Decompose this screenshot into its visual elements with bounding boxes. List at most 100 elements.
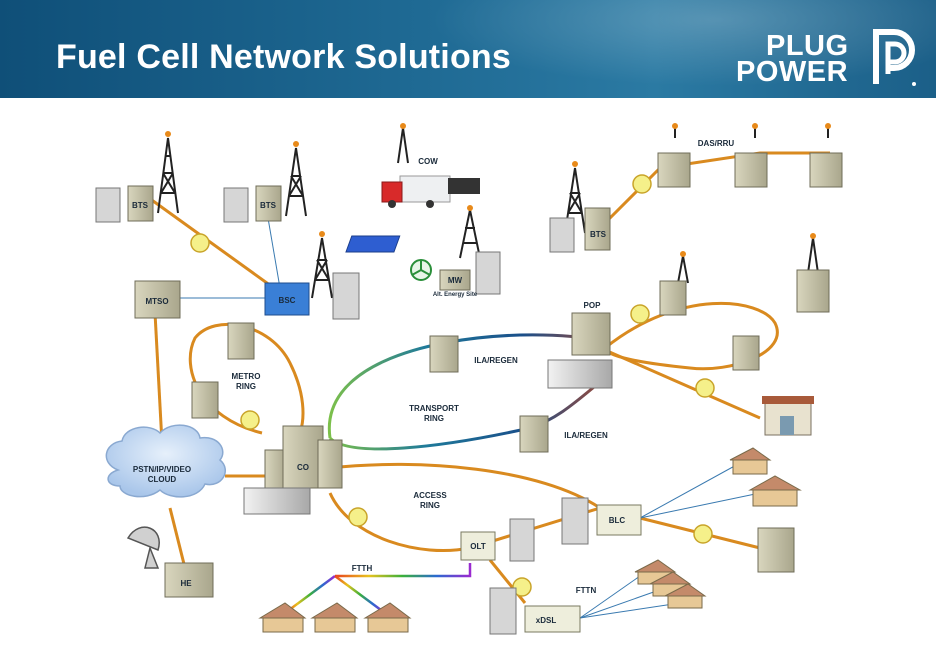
cabinet-icon bbox=[549, 217, 575, 253]
label-cow: COW bbox=[418, 157, 438, 166]
cell-tower-icon bbox=[157, 131, 179, 214]
cell-tower-icon bbox=[564, 161, 586, 234]
label-ftth: FTTH bbox=[352, 564, 373, 573]
access-equipment bbox=[460, 504, 642, 633]
building-mw bbox=[439, 269, 471, 291]
towers bbox=[157, 123, 831, 299]
link-pop-store bbox=[604, 348, 761, 420]
building-pop bbox=[571, 312, 611, 356]
link-blc-house1 bbox=[639, 462, 741, 519]
building-metro-2 bbox=[191, 381, 219, 419]
label-cloud-1: PSTN/IP/VIDEO bbox=[133, 465, 191, 474]
fuel-cell-icon bbox=[630, 304, 650, 324]
label-co: CO bbox=[297, 463, 309, 472]
transport-ring-lower bbox=[328, 376, 606, 451]
fuel-cell-icon bbox=[512, 577, 532, 597]
cabinet-icon bbox=[332, 272, 360, 320]
pop-ring bbox=[603, 301, 779, 371]
building-mtso bbox=[134, 280, 181, 319]
rack-icon bbox=[547, 359, 613, 389]
link-xdsl-house1 bbox=[579, 575, 641, 619]
cabinet-icon bbox=[561, 497, 589, 545]
olt-node bbox=[460, 531, 496, 561]
fuel-cell-icon bbox=[348, 507, 368, 527]
brand-word-plug: PLUG bbox=[766, 30, 849, 62]
link-cloud-he bbox=[168, 507, 187, 569]
house-icon bbox=[258, 602, 307, 633]
fuel-cell-icon bbox=[240, 410, 260, 430]
building-ila-2 bbox=[519, 415, 549, 453]
cloud-icon bbox=[105, 424, 226, 498]
building-east-3 bbox=[796, 269, 830, 313]
plug-power-logo-icon bbox=[873, 29, 916, 86]
building-metro-1 bbox=[227, 322, 255, 360]
label-das-rru: DAS/RRU bbox=[698, 139, 735, 148]
label-bts-1: BTS bbox=[132, 201, 149, 210]
brand-word-power: POWER bbox=[736, 56, 849, 88]
link-bts3-das bbox=[603, 151, 830, 225]
label-access-ring-1: ACCESS bbox=[413, 491, 447, 500]
antenna-icon bbox=[672, 123, 831, 138]
link-mtso-cloud bbox=[153, 312, 164, 444]
building-das-1 bbox=[657, 152, 691, 188]
building-das-3 bbox=[809, 152, 843, 188]
wind-turbine-icon bbox=[410, 259, 432, 281]
label-access-ring-2: RING bbox=[420, 501, 440, 510]
header-sheen bbox=[380, 0, 936, 98]
cow-truck-icon bbox=[381, 175, 480, 208]
ftth-tree bbox=[284, 563, 472, 615]
cabinet-icon bbox=[475, 251, 501, 295]
link-blc-house2 bbox=[639, 492, 761, 519]
fuel-cell-icon bbox=[190, 233, 210, 253]
link-bts1-bsc bbox=[141, 191, 286, 298]
link-xdsl-house2 bbox=[579, 587, 666, 619]
brand-logo: PLUG POWER bbox=[736, 26, 926, 90]
blc-node bbox=[596, 504, 642, 536]
cell-tower-icon bbox=[677, 251, 689, 284]
building-east-2 bbox=[732, 335, 760, 371]
house-icon bbox=[664, 583, 707, 609]
building-das-2 bbox=[734, 152, 768, 188]
fuel-cell-markers bbox=[190, 174, 715, 597]
cabinet-icon bbox=[95, 187, 121, 223]
label-alt-energy: Alt. Energy Site bbox=[433, 292, 478, 298]
cell-tower-icon bbox=[311, 231, 333, 299]
house-icon bbox=[748, 475, 802, 507]
building-he bbox=[164, 562, 214, 598]
bsc-node bbox=[264, 282, 310, 316]
building-bts-2 bbox=[255, 185, 282, 222]
fuel-cell-icon bbox=[632, 174, 652, 194]
houses bbox=[258, 447, 802, 633]
cell-tower-icon bbox=[285, 141, 307, 217]
building-co-main bbox=[282, 425, 324, 489]
network-diagram: BTS BTS BTS MTSO BSC COW MW Alt. Energy … bbox=[95, 123, 843, 635]
link-xdsl-house3 bbox=[579, 602, 681, 619]
building-office bbox=[757, 527, 795, 573]
cell-tower-icon bbox=[459, 205, 481, 259]
label-bsc: BSC bbox=[279, 296, 296, 305]
label-mtso: MTSO bbox=[145, 297, 168, 306]
label-metro-ring-2: RING bbox=[236, 382, 256, 391]
label-ila-regen-1: ILA/REGEN bbox=[474, 356, 518, 365]
link-bts2-bsc bbox=[267, 217, 281, 289]
storefront-icon bbox=[762, 396, 814, 436]
header-bar: Fuel Cell Network Solutions PLUG POWER bbox=[0, 0, 936, 98]
cabinet-icon bbox=[509, 518, 535, 562]
cell-tower-icon bbox=[807, 233, 819, 274]
satellite-dish-icon bbox=[126, 526, 160, 569]
building-east-1 bbox=[659, 280, 687, 316]
label-ila-regen-2: ILA/REGEN bbox=[564, 431, 608, 440]
label-fttn: FTTN bbox=[576, 586, 597, 595]
cabinet-icon bbox=[223, 187, 249, 223]
cabinet-icon bbox=[489, 587, 517, 635]
label-bts-2: BTS bbox=[260, 201, 277, 210]
cell-tower-icon bbox=[397, 123, 409, 164]
building-co-right bbox=[317, 439, 343, 489]
page-title: Fuel Cell Network Solutions bbox=[56, 38, 512, 76]
label-blc: BLC bbox=[609, 516, 626, 525]
rack-icon bbox=[243, 487, 311, 515]
thin-links bbox=[180, 217, 761, 619]
xdsl-node bbox=[524, 605, 581, 633]
label-mw: MW bbox=[448, 276, 463, 285]
solar-panel-icon bbox=[345, 235, 401, 253]
